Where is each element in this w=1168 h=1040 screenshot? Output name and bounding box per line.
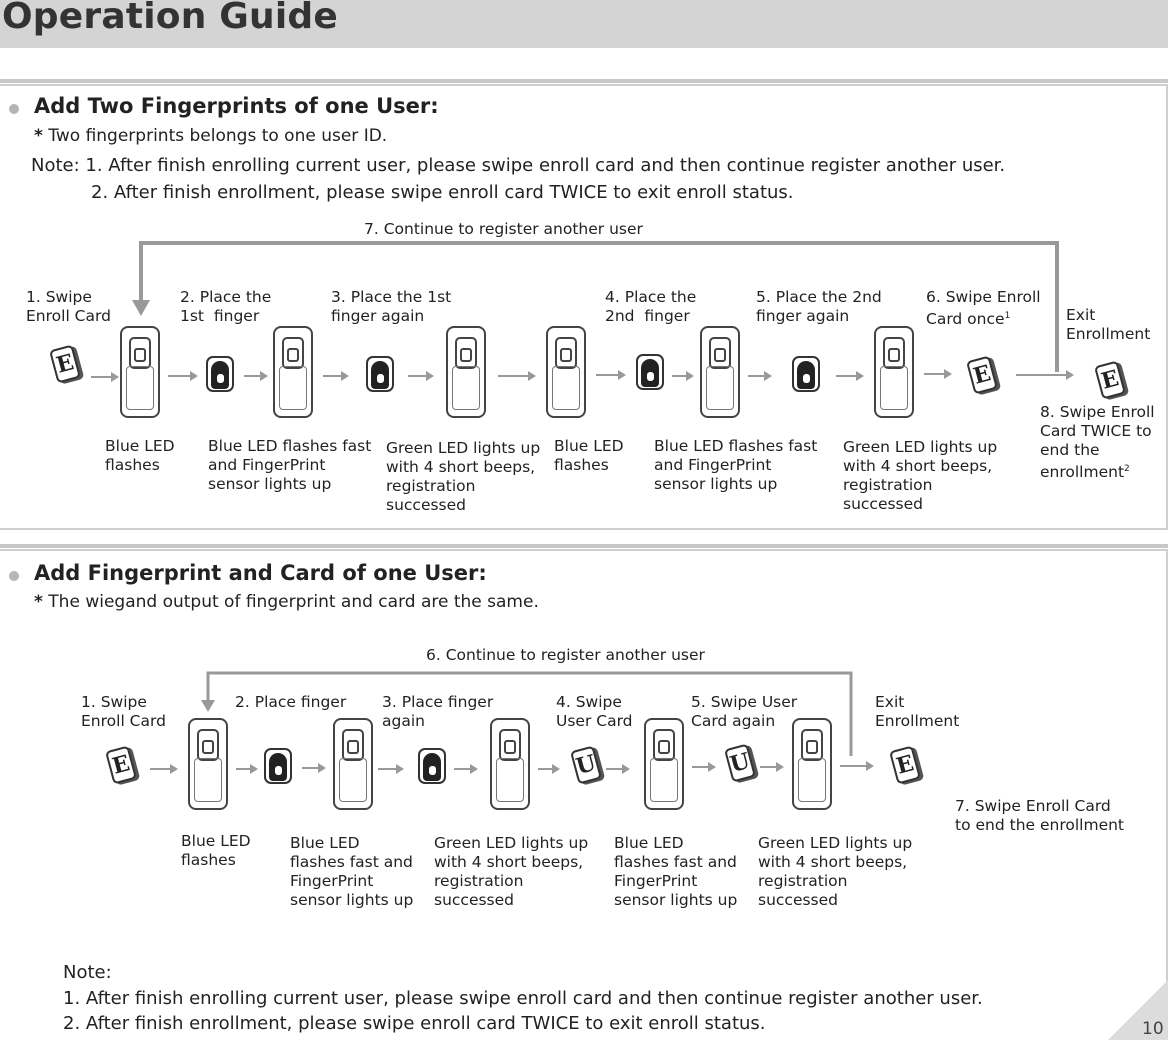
page-corner (1108, 980, 1168, 1040)
reader-device-icon (792, 718, 832, 810)
arrow-icon (1016, 370, 1074, 380)
note-line-1: 1. After finish enrolling current user, … (63, 988, 983, 1009)
s2-exit-label: Exit Enrollment (875, 693, 960, 730)
s1-status-4: Blue LED flashes (554, 437, 624, 474)
s1-step-4: 4. Place the 2nd finger (605, 288, 697, 325)
s2-step-2: 2. Place finger (235, 693, 347, 711)
footnote-1: 1 (1004, 311, 1011, 321)
s1-step-3: 3. Place the 1st finger again (331, 288, 452, 325)
s1-status-3: Green LED lights up with 4 short beeps, … (386, 439, 541, 514)
s2-step-4: 4. Swipe User Card (556, 693, 633, 730)
note-line-2: 2. After finish enrollment, please swipe… (63, 1013, 766, 1034)
s1-step-8: 8. Swipe Enroll Card TWICE to end the en… (1040, 403, 1155, 482)
section1-subtitle: * Two fingerprints belongs to one user I… (34, 126, 387, 146)
subtitle-text: Two fingerprints belongs to one user ID. (48, 126, 388, 146)
footnote-2: 2 (1124, 464, 1130, 474)
arrow-icon (91, 372, 119, 382)
page-header: Operation Guide (0, 0, 1168, 48)
arrow-icon (168, 371, 198, 381)
s1-status-2: Blue LED flashes fast and FingerPrint se… (208, 437, 372, 493)
reader-device-icon (490, 718, 530, 810)
section1-loop-label: 7. Continue to register another user (364, 220, 643, 238)
s1-status-6: Green LED lights up with 4 short beeps, … (843, 438, 998, 513)
finger-icon (418, 748, 446, 784)
arrow-icon (836, 371, 864, 381)
arrow-icon (840, 761, 874, 771)
finger-icon (366, 356, 394, 392)
reader-device-icon (446, 326, 486, 418)
page-number: 10 (1142, 1019, 1164, 1039)
reader-device-icon (120, 326, 160, 418)
section-divider (0, 79, 1168, 83)
arrow-icon (692, 762, 716, 772)
arrow-icon (748, 371, 772, 381)
arrow-icon (672, 371, 694, 381)
s2-step-7: 7. Swipe Enroll Card to end the enrollme… (955, 797, 1125, 834)
s1-step-6: 6. Swipe Enroll Card once1 (926, 288, 1041, 329)
arrow-icon (302, 763, 326, 773)
s1-step-5: 5. Place the 2nd finger again (756, 288, 882, 325)
s1-exit-label: Exit Enrollment (1066, 306, 1151, 343)
s1-status-5: Blue LED flashes fast and FingerPrint se… (654, 437, 818, 493)
s2-status-3: Green LED lights up with 4 short beeps, … (434, 834, 589, 909)
section2-frame (0, 549, 1168, 1040)
note-heading: Note: (63, 962, 112, 983)
finger-icon (636, 354, 664, 390)
section-divider (0, 544, 1168, 548)
s2-status-5: Green LED lights up with 4 short beeps, … (758, 834, 913, 909)
arrow-icon (760, 762, 784, 772)
s1-step-1: 1. Swipe Enroll Card (26, 288, 111, 325)
reader-device-icon (644, 718, 684, 810)
finger-icon (792, 356, 820, 392)
arrow-icon (596, 370, 626, 380)
arrow-icon (408, 371, 434, 381)
s2-step-1: 1. Swipe Enroll Card (81, 693, 166, 730)
s2-status-2: Blue LED flashes fast and FingerPrint se… (290, 834, 414, 909)
reader-device-icon (333, 718, 373, 810)
arrow-icon (606, 764, 630, 774)
arrow-icon (244, 371, 268, 381)
s1-step-8-text: 8. Swipe Enroll Card TWICE to end the en… (1040, 403, 1155, 482)
reader-device-icon (188, 718, 228, 810)
s2-status-1: Blue LED flashes (181, 832, 251, 869)
arrow-icon (323, 371, 349, 381)
arrow-icon (150, 764, 178, 774)
bullet-icon (9, 104, 19, 114)
arrow-icon (378, 764, 404, 774)
bullet-icon (9, 571, 19, 581)
section2-title: Add Fingerprint and Card of one User: (34, 561, 487, 585)
section1-note-2: 2. After finish enrollment, please swipe… (91, 182, 794, 203)
arrow-icon (498, 371, 536, 381)
page-title: Operation Guide (2, 0, 338, 37)
section2-loop-label: 6. Continue to register another user (426, 646, 705, 664)
arrow-icon (538, 764, 560, 774)
s2-step-5: 5. Swipe User Card again (691, 693, 798, 730)
s1-step-6-text: 6. Swipe Enroll Card once (926, 288, 1041, 329)
finger-icon (264, 748, 292, 784)
finger-icon (206, 356, 234, 392)
arrow-icon (454, 764, 478, 774)
section1-note-1: Note: 1. After finish enrolling current … (31, 155, 1006, 176)
arrow-icon (236, 764, 258, 774)
reader-device-icon (700, 326, 740, 418)
arrow-icon (924, 369, 952, 379)
star-marker: * (34, 592, 43, 612)
section1-frame (0, 84, 1168, 530)
s1-step-2: 2. Place the 1st finger (180, 288, 272, 325)
s1-status-1: Blue LED flashes (105, 437, 175, 474)
reader-device-icon (874, 326, 914, 418)
s2-status-4: Blue LED flashes fast and FingerPrint se… (614, 834, 738, 909)
reader-device-icon (273, 326, 313, 418)
s2-step-3: 3. Place finger again (382, 693, 494, 730)
star-marker: * (34, 126, 43, 146)
section2-subtitle: * The wiegand output of fingerprint and … (34, 592, 539, 612)
section1-title: Add Two Fingerprints of one User: (34, 94, 439, 118)
reader-device-icon (546, 326, 586, 418)
subtitle-text: The wiegand output of fingerprint and ca… (48, 592, 539, 612)
